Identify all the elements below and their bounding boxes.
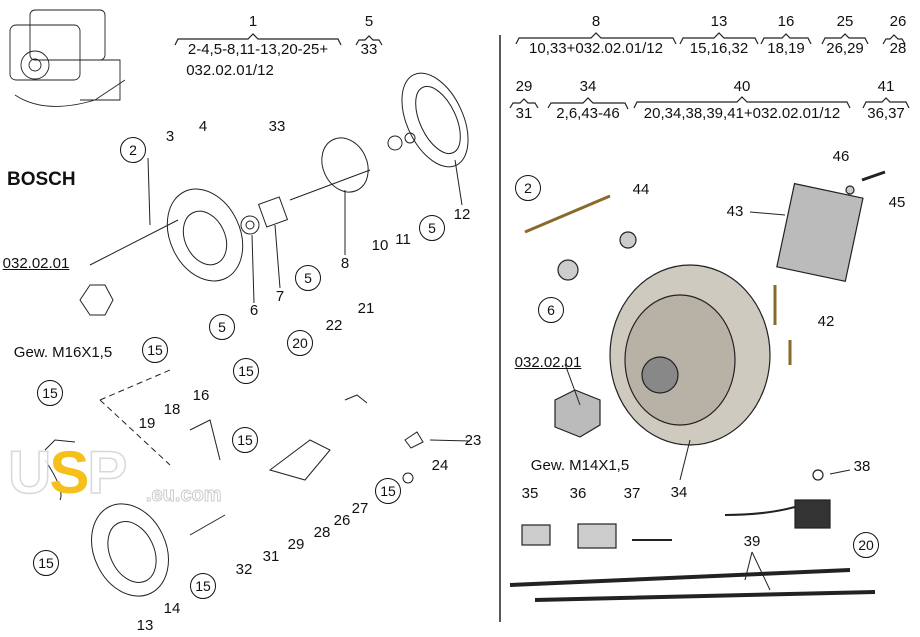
- group-40-contents: 20,34,38,39,41+032.02.01/12: [643, 105, 841, 122]
- part-4-label: 4: [198, 118, 208, 135]
- group-13-contents: 15,16,32: [689, 40, 749, 57]
- part-33-label: 33: [268, 118, 286, 135]
- group-16-part: 16: [777, 13, 795, 30]
- part-21-label: 21: [357, 300, 375, 317]
- part-15-callout: 15: [233, 358, 259, 384]
- thread-spec: Gew. M14X1,5: [530, 457, 630, 474]
- thread-spec: Gew. M16X1,5: [13, 344, 113, 361]
- part-45-label: 45: [888, 194, 906, 211]
- part-15-callout: 15: [232, 427, 258, 453]
- part-3-label: 3: [165, 128, 175, 145]
- group-25-contents: 26,29: [826, 40, 864, 57]
- brace-25: [821, 33, 869, 45]
- part-22-label: 22: [325, 317, 343, 334]
- part-15-callout: 15: [37, 380, 63, 406]
- brace-13: [679, 32, 759, 45]
- brace-1: [174, 33, 342, 46]
- group-16-contents: 18,19: [767, 40, 805, 57]
- part-23-label: 23: [464, 432, 482, 449]
- part-34-label: 34: [670, 484, 688, 501]
- engine-sketch: [9, 9, 126, 107]
- part-42-label: 42: [817, 313, 835, 330]
- group-1-contents-2: 032.02.01/12: [186, 62, 274, 79]
- part-43-label: 43: [726, 203, 744, 220]
- nut-part-number: 032.02.01: [514, 354, 582, 371]
- part-31-label: 31: [262, 548, 280, 565]
- brace-26: [882, 34, 906, 45]
- group-29-contents: 31: [515, 105, 533, 122]
- group-34-part: 34: [579, 78, 597, 95]
- part-13-label: 13: [136, 617, 154, 634]
- part-15-callout: 15: [190, 573, 216, 599]
- brace-29: [509, 98, 539, 109]
- leader-lines: [251, 159, 851, 591]
- part-10-label: 10: [371, 237, 389, 254]
- part-15-callout: 15: [142, 337, 168, 363]
- group-13-part: 13: [710, 13, 728, 30]
- group-26-contents: 28: [889, 40, 907, 57]
- part-27-label: 27: [351, 500, 369, 517]
- group-25-part: 25: [836, 13, 854, 30]
- part-8-label: 8: [340, 255, 350, 272]
- watermark-logo: USP: [7, 439, 128, 507]
- left-exploded-parts: [44, 72, 469, 597]
- part-37-label: 37: [623, 485, 641, 502]
- part-24-label: 24: [431, 457, 449, 474]
- part-44-label: 44: [632, 181, 650, 198]
- group-8-contents: 10,33+032.02.01/12: [529, 40, 663, 57]
- part-38-label: 38: [853, 458, 871, 475]
- part-15-callout: 15: [375, 478, 401, 504]
- group-5-part: 5: [364, 13, 374, 30]
- group-29-part: 29: [515, 78, 533, 95]
- part-39-label: 39: [743, 533, 761, 550]
- part-28-label: 28: [313, 524, 331, 541]
- watermark-domain: .eu.com: [146, 484, 223, 507]
- nut-part-number: 032.02.01: [2, 255, 70, 272]
- part-12-label: 12: [453, 206, 471, 223]
- part-5-callout: 5: [419, 215, 445, 241]
- group-8-part: 8: [591, 13, 601, 30]
- brace-40: [633, 96, 851, 109]
- part-6-callout: 6: [538, 297, 564, 323]
- right-exploded-parts: [509, 170, 886, 602]
- part-29-label: 29: [287, 536, 305, 553]
- group-41-part: 41: [877, 78, 895, 95]
- part-7-label: 7: [275, 288, 285, 305]
- part-20-callout: 20: [853, 532, 879, 558]
- part-26-label: 26: [333, 512, 351, 529]
- group-34-contents: 2,6,43-46: [556, 105, 620, 122]
- part-35-label: 35: [521, 485, 539, 502]
- brace-5: [355, 35, 383, 46]
- part-16-label: 16: [192, 387, 210, 404]
- part-2-callout: 2: [120, 137, 146, 163]
- group-41-contents: 36,37: [867, 105, 905, 122]
- part-46-label: 46: [832, 148, 850, 165]
- part-20-callout: 20: [287, 330, 313, 356]
- group-40-part: 40: [733, 78, 751, 95]
- brand-label: BOSCH: [7, 169, 76, 190]
- group-1-contents: 2-4,5-8,11-13,20-25+: [187, 41, 329, 58]
- part-11-label: 11: [395, 231, 411, 248]
- part-19-label: 19: [138, 415, 156, 432]
- part-18-label: 18: [163, 401, 181, 418]
- brace-34: [547, 97, 629, 110]
- part-2-callout: 2: [515, 175, 541, 201]
- brace-8: [515, 32, 677, 45]
- part-15-callout: 15: [33, 550, 59, 576]
- brace-41: [862, 97, 910, 109]
- group-5-contents: 33: [360, 41, 378, 58]
- part-5-callout: 5: [209, 314, 235, 340]
- part-14-label: 14: [163, 600, 181, 617]
- part-5-callout: 5: [295, 265, 321, 291]
- part-6-label: 6: [249, 302, 259, 319]
- brace-16: [760, 33, 812, 45]
- group-26-part: 26: [889, 13, 907, 30]
- part-36-label: 36: [569, 485, 587, 502]
- part-32-label: 32: [235, 561, 253, 578]
- group-1-part: 1: [248, 13, 258, 30]
